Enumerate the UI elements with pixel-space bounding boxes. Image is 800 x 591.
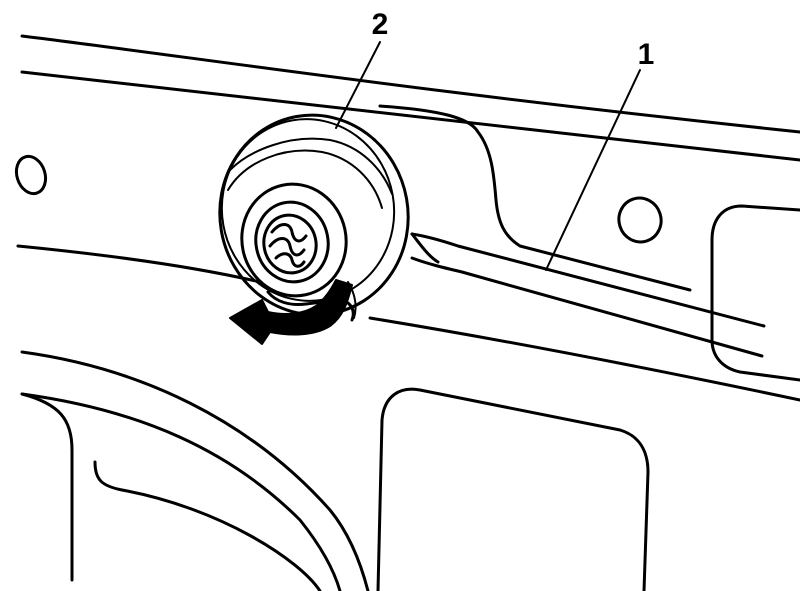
leader-2: [335, 41, 381, 129]
callout-1: 1: [638, 38, 655, 71]
callout-2: 2: [372, 8, 389, 41]
left-hole: [14, 154, 48, 196]
callout-leaders: [335, 41, 641, 271]
upper-panel-edge: [20, 34, 800, 162]
disc-inner-rim: [220, 118, 396, 302]
hub-inner: [262, 213, 318, 275]
rotation-arrow: [229, 279, 357, 345]
raised-panel-contour: [378, 104, 692, 292]
disc-grommet: [218, 113, 410, 322]
lower-body-structure: [20, 350, 650, 591]
leader-1: [545, 69, 641, 271]
disc-outer-rim: [218, 113, 410, 317]
hub-middle: [254, 200, 330, 284]
arrow-icon: [229, 279, 353, 345]
panel-crease-lines: [16, 244, 800, 402]
rod: [410, 232, 766, 358]
panel-holes: [14, 154, 663, 244]
right-panel-opening: [710, 204, 800, 382]
right-hole: [617, 196, 663, 244]
hub-outer: [240, 182, 348, 298]
